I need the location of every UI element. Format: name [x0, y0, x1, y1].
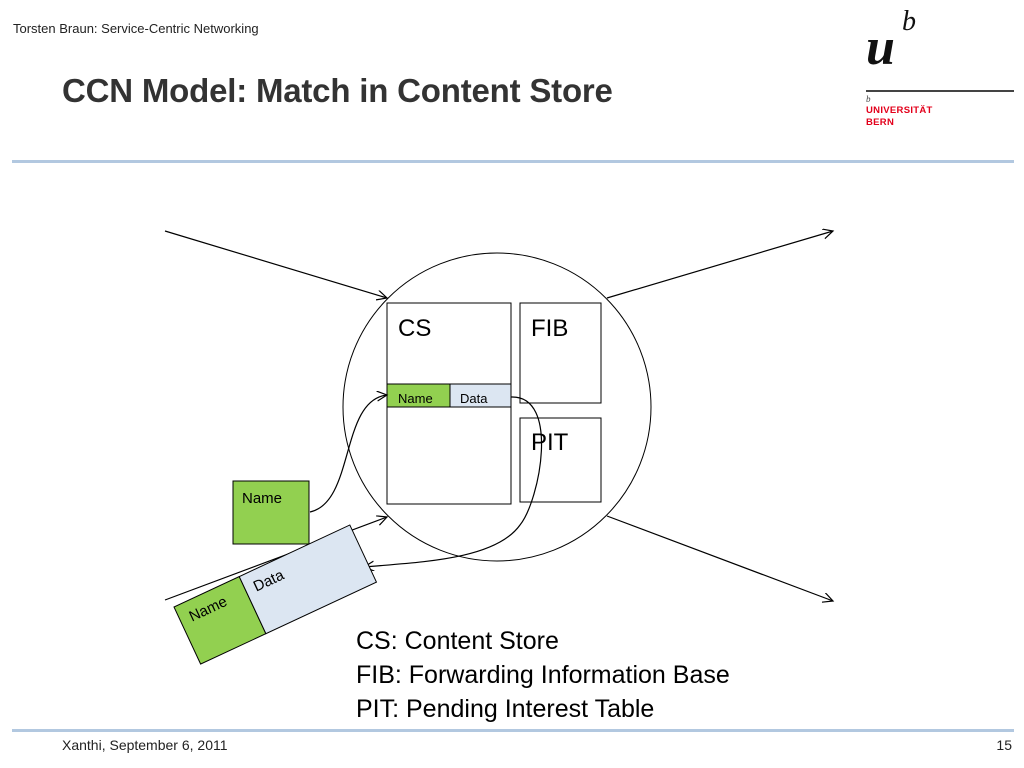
pit-label: PIT — [531, 429, 569, 456]
slide-title: CCN Model: Match in Content Store — [62, 72, 613, 109]
data-packet: Name Data — [173, 524, 378, 665]
cs-entry-data-label: Data — [460, 391, 488, 406]
interest-packet — [232, 480, 310, 545]
cs-entry-name-label: Name — [398, 391, 433, 406]
cs-label: CS — [398, 315, 431, 342]
data-packet-data-cell — [238, 524, 378, 635]
outgoing-arrow-bottom — [606, 515, 833, 601]
cs-data-return-curve — [364, 396, 543, 567]
footer-rule — [12, 729, 1014, 732]
logo-bern: BERN — [866, 117, 895, 128]
legend-fib: FIB: Forwarding Information Base — [356, 661, 730, 689]
fib-box — [519, 302, 602, 404]
interest-to-cs-curve — [309, 395, 387, 513]
cs-entry-data-cell — [449, 383, 512, 408]
pit-box — [519, 417, 602, 503]
footer-location-date: Xanthi, September 6, 2011 — [62, 737, 228, 753]
logo-b: b — [902, 6, 916, 37]
logo-university: UNIVERSITÄT — [866, 105, 933, 116]
logo-divider — [866, 90, 1014, 92]
incoming-interest-arrow — [164, 230, 387, 298]
header-rule — [12, 160, 1014, 163]
fib-label: FIB — [531, 315, 568, 342]
logo-small-b: b — [866, 94, 871, 104]
outgoing-arrow-top — [606, 231, 833, 299]
page-number: 15 — [996, 737, 1012, 753]
ccn-node-circle — [342, 252, 652, 562]
university-logo: u b b UNIVERSITÄT BERN — [864, 6, 1014, 130]
legend: CS: Content Store FIB: Forwarding Inform… — [356, 624, 730, 726]
legend-cs: CS: Content Store — [356, 627, 559, 655]
header-author: Torsten Braun: Service-Centric Networkin… — [13, 21, 259, 36]
interest-packet-label: Name — [242, 490, 282, 507]
legend-pit: PIT: Pending Interest Table — [356, 695, 655, 723]
logo-u: u — [866, 19, 895, 76]
